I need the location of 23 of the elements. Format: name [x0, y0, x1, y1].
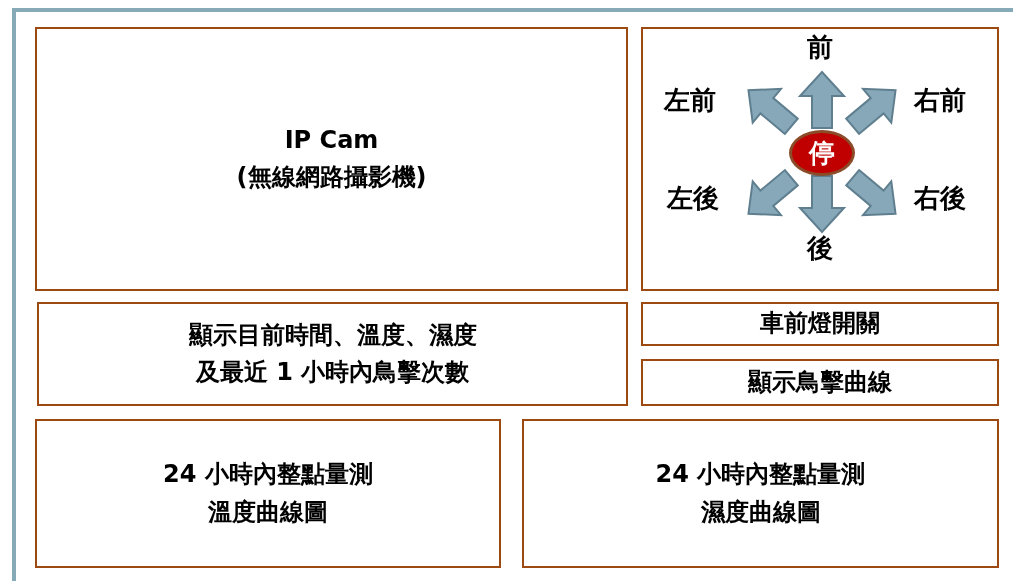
box-label: 顯示鳥擊曲線 [748, 366, 892, 398]
box-label: 車前燈開關 [760, 308, 880, 340]
direction-label: 前 [807, 32, 833, 62]
box-label: 24 小時內整點量測溫度曲線圖 [162, 459, 374, 528]
box-label: 24 小時內整點量測濕度曲線圖 [654, 459, 867, 528]
frame-border [12, 8, 1013, 581]
panel-box [35, 419, 501, 568]
panel-box [35, 27, 628, 291]
direction-label: 右前 [914, 85, 966, 115]
panel-box [641, 359, 999, 406]
direction-label: 左後 [667, 183, 719, 213]
panel-box [522, 419, 999, 568]
box-label: 顯示目前時間、溫度、濕度及最近 1 小時內鳥擊次數 [187, 319, 478, 388]
box-label: (無線網路攝影機) [236, 162, 427, 193]
stop-button [789, 130, 855, 176]
stop-label: 停 [809, 140, 835, 166]
direction-label: 後 [807, 233, 833, 263]
direction-label: 右後 [914, 183, 966, 213]
panel-box [37, 302, 628, 406]
box-label: IP Cam [284, 124, 379, 156]
panel-box [641, 302, 999, 346]
direction-label: 左前 [664, 85, 716, 115]
panel-box [641, 27, 999, 291]
